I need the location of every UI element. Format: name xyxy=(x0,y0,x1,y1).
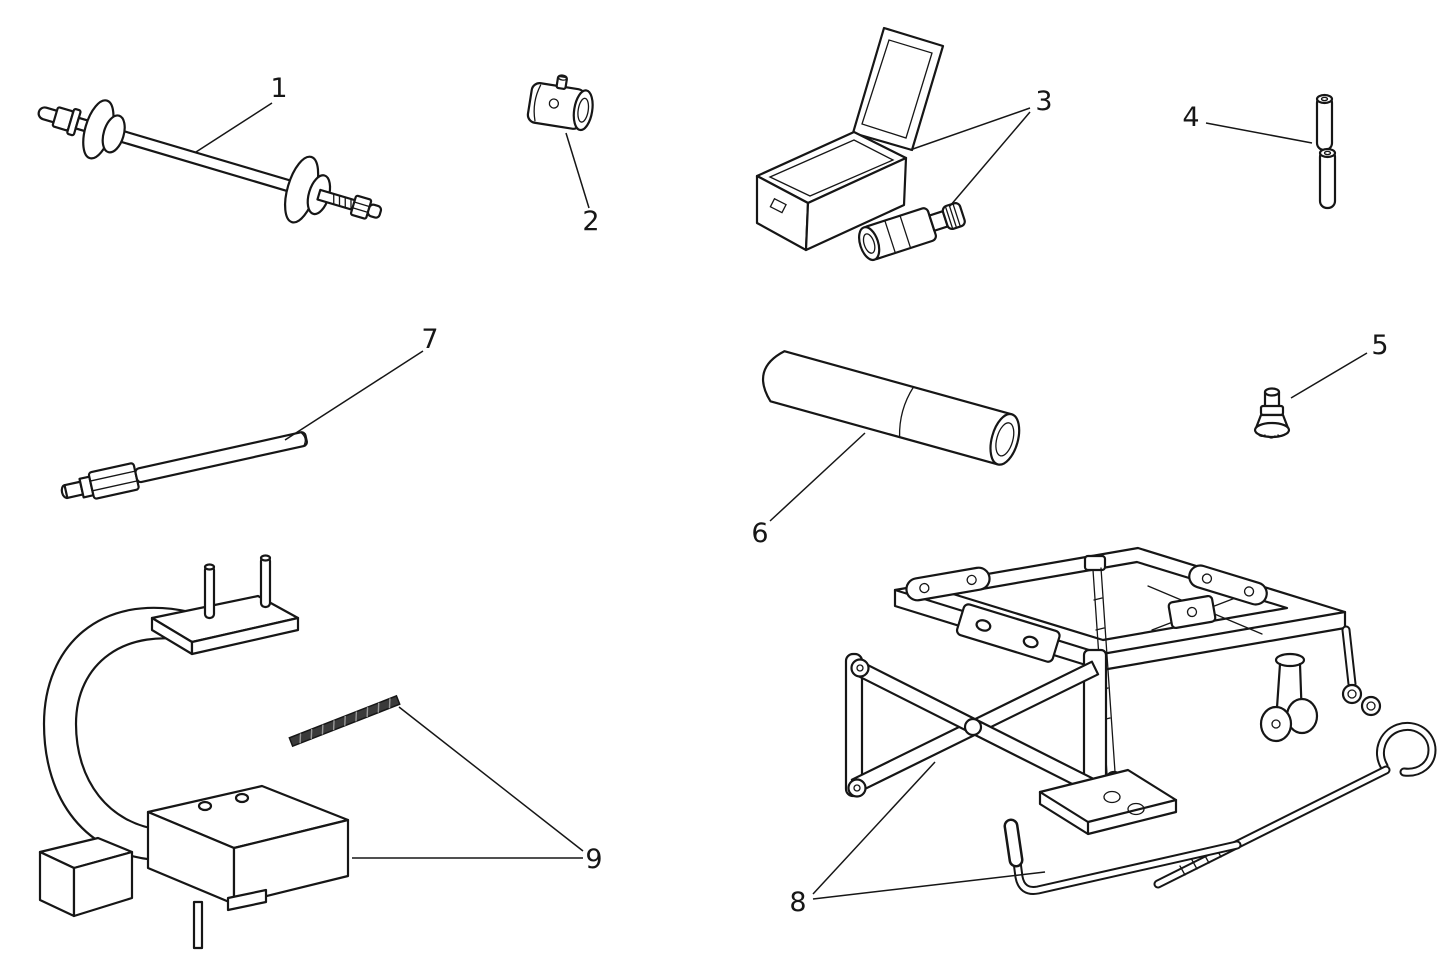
eyelet-bracket xyxy=(1341,625,1382,717)
toolbox-body xyxy=(755,130,908,252)
press-foot-block xyxy=(38,836,134,918)
callout-5: 5 xyxy=(1290,330,1389,399)
callout-2: 2 xyxy=(565,132,600,237)
part-valve-driver xyxy=(1253,387,1291,439)
frame-pad xyxy=(1167,594,1217,630)
callout-7: 7 xyxy=(284,324,439,441)
callout-8: 8 xyxy=(789,761,1046,918)
callouts: 1 2 3 4 5 6 7 8 xyxy=(195,73,1389,918)
press-guide-pin-right xyxy=(259,555,272,609)
callout-4-leader xyxy=(1205,122,1313,144)
callout-6: 6 xyxy=(751,432,866,549)
callout-1-leader xyxy=(195,102,273,153)
toolbox-lid xyxy=(851,26,945,152)
callout-5-leader xyxy=(1290,352,1368,399)
part-axle-puller xyxy=(37,99,383,224)
callout-1-label: 1 xyxy=(270,73,287,104)
callout-8-leader-a xyxy=(812,761,936,895)
frame-plate-front xyxy=(955,603,1061,663)
callout-5-label: 5 xyxy=(1371,330,1388,361)
callout-9-leader-a xyxy=(398,706,584,852)
press-base-block xyxy=(146,784,350,950)
callout-4-label: 4 xyxy=(1182,102,1199,133)
callout-6-label: 6 xyxy=(751,518,768,549)
callout-9-label: 9 xyxy=(585,844,602,875)
pin-upper xyxy=(1315,93,1334,152)
callout-8-leader-b xyxy=(812,871,1046,900)
frame-plate-right xyxy=(1188,564,1268,606)
callout-2-label: 2 xyxy=(582,206,599,237)
punch-body xyxy=(87,462,140,500)
punch-rod-shaft xyxy=(134,431,308,484)
callout-3-leader-b xyxy=(949,111,1031,207)
callout-2-leader xyxy=(565,132,590,209)
part-scissor-lift-trolley xyxy=(844,546,1437,895)
jack-base-plate xyxy=(1038,768,1178,836)
part-roller-tube xyxy=(762,350,1021,466)
callout-8-label: 8 xyxy=(789,887,806,918)
callout-7-leader xyxy=(284,350,424,441)
toolbox-fitting xyxy=(858,202,966,262)
part-toolbox xyxy=(755,26,966,262)
press-pin xyxy=(288,694,401,748)
pin-lower xyxy=(1318,147,1337,210)
driver-skirt xyxy=(1253,421,1291,439)
crank-handle xyxy=(1003,818,1242,895)
part-c-press xyxy=(38,554,401,950)
callout-3-leader-a xyxy=(909,107,1031,151)
callout-7-label: 7 xyxy=(421,324,438,355)
hook-rod xyxy=(1153,722,1437,889)
press-guide-pin-left xyxy=(203,564,216,620)
trolley-frame xyxy=(893,546,1347,656)
part-pin-pair xyxy=(1315,93,1337,210)
puller-tip xyxy=(37,106,59,124)
toolbox-latch xyxy=(769,197,787,214)
callout-3-label: 3 xyxy=(1035,86,1052,117)
callout-9: 9 xyxy=(352,706,603,875)
callout-1: 1 xyxy=(195,73,288,153)
part-punch-rod xyxy=(60,431,308,500)
tube-body xyxy=(762,350,1013,466)
scissor-pivot xyxy=(963,717,983,737)
callout-4: 4 xyxy=(1182,102,1313,144)
frame-plate-left xyxy=(905,566,991,602)
caster-wheel xyxy=(1259,652,1319,743)
callout-6-leader xyxy=(769,432,866,522)
callout-3: 3 xyxy=(909,86,1053,207)
part-spacer-sleeve xyxy=(526,74,594,132)
